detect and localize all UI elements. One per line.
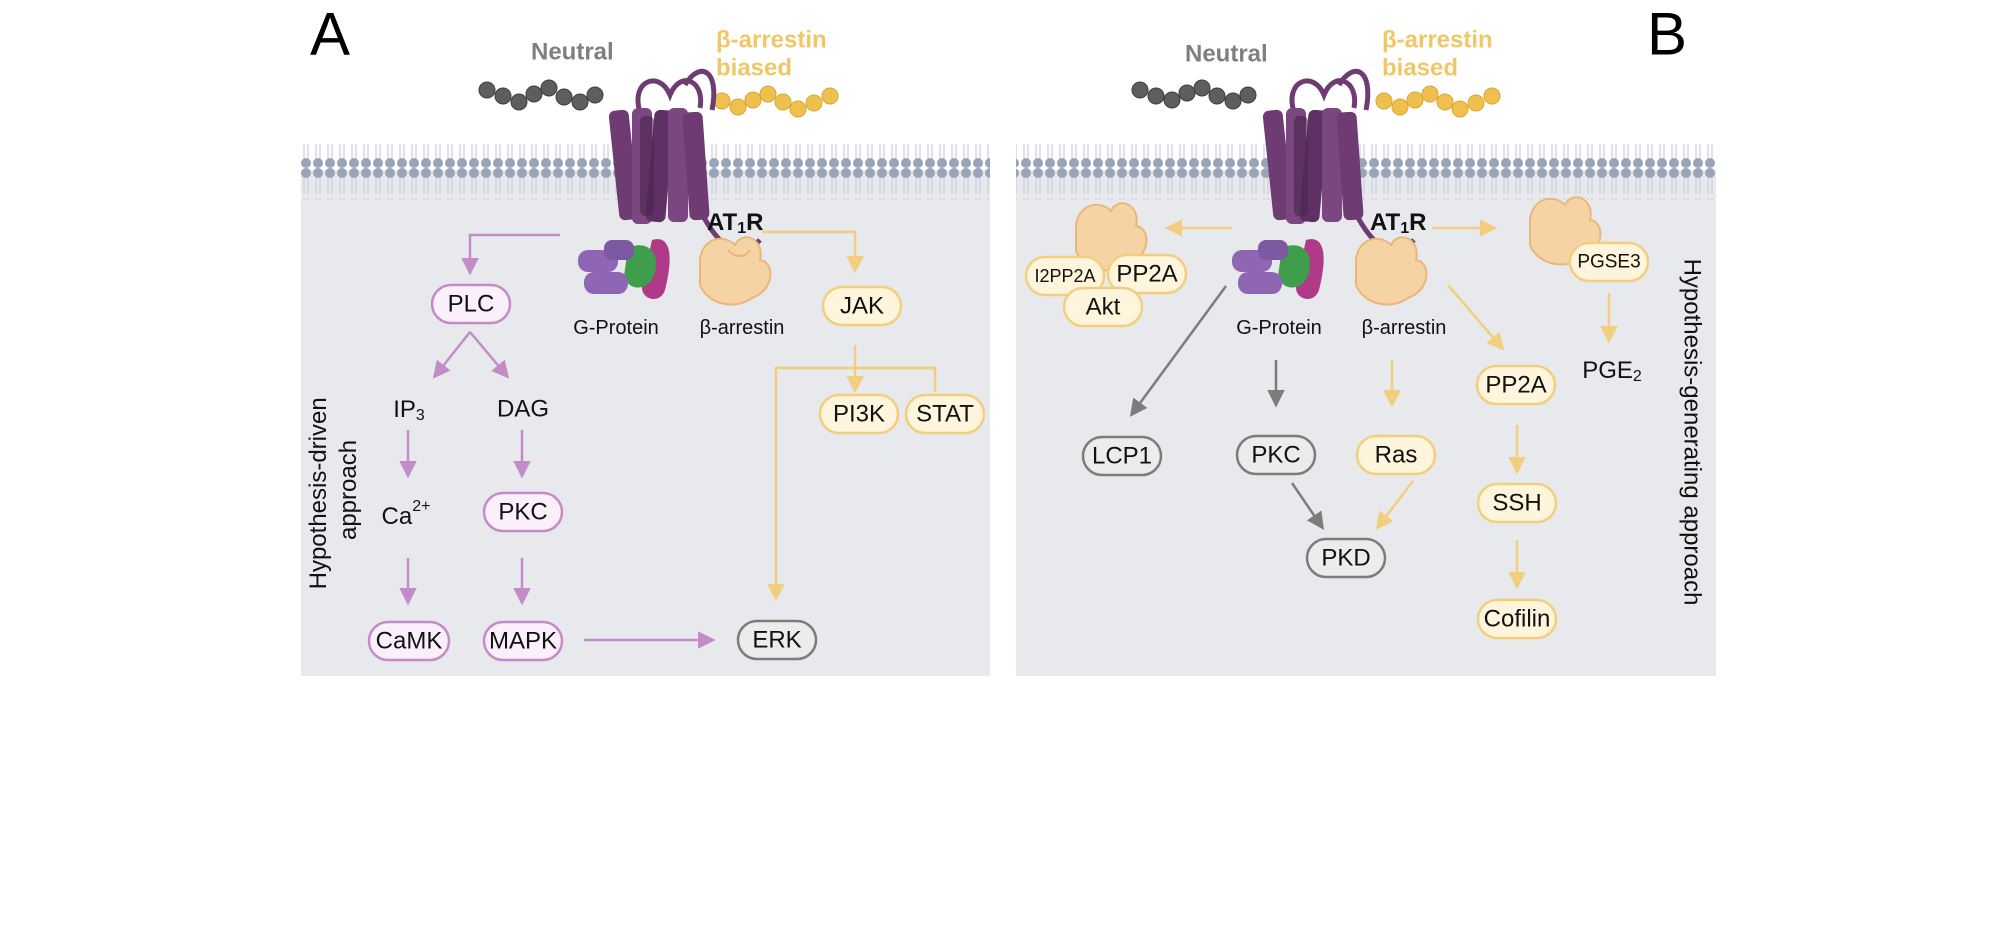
panel-b-node-pp2a: PP2A <box>1475 364 1557 406</box>
panel-b-node-akt: Akt <box>1062 286 1144 328</box>
svg-text:PKC: PKC <box>498 499 547 526</box>
svg-text:I2PP2A: I2PP2A <box>1034 266 1095 286</box>
panel-a-node-erk: ERK <box>736 619 818 661</box>
panel-a-receptor-label: AT1R <box>707 209 763 237</box>
svg-text:PI3K: PI3K <box>833 401 885 428</box>
svg-text:PLC: PLC <box>448 291 495 318</box>
panel-a-node-pkc: PKC <box>482 491 564 533</box>
panel-b-node-i2pp2a: I2PP2A <box>1024 255 1106 297</box>
svg-text:Ras: Ras <box>1375 442 1418 469</box>
panel-b-receptor-label: AT1R <box>1370 209 1426 237</box>
panel-b-node-pkd: PKD <box>1305 537 1387 579</box>
panel-a-node-stat: STAT <box>904 393 986 435</box>
panel-b-node-lcp1: LCP1 <box>1081 435 1163 477</box>
panel-a-neutral-ligand-icon <box>478 79 604 111</box>
panel-b-node-pgse3: PGSE3 <box>1568 241 1650 283</box>
panel-a-node-jak: JAK <box>821 285 903 327</box>
svg-text:PKC: PKC <box>1251 442 1300 469</box>
panel-a-node-mapk: MAPK <box>482 620 564 662</box>
panel-a-pink-arrows <box>399 233 716 649</box>
panel-a-neutral-label: Neutral <box>531 39 614 66</box>
svg-text:Cofilin: Cofilin <box>1484 606 1551 633</box>
svg-text:PGSE3: PGSE3 <box>1577 252 1640 273</box>
panel-b-neutral-ligand-icon <box>1131 79 1257 110</box>
panel-a-biased-label-1: β-arrestin <box>716 27 827 54</box>
panel-b-arrestin-label: β-arrestin <box>1362 317 1447 339</box>
panel-a-node-camk: CaMK <box>367 620 451 662</box>
panel-a-side-label: Hypothesis-driven approach <box>305 391 362 590</box>
svg-text:MAPK: MAPK <box>489 628 557 655</box>
panel-b-biased-label-1: β-arrestin <box>1382 27 1493 54</box>
panel-a-arrestin-icon <box>699 236 772 306</box>
svg-text:PP2A: PP2A <box>1116 261 1177 288</box>
panel-a-biased-ligand-icon <box>713 85 839 118</box>
panel-b-node-pp2a-top: PP2A <box>1106 253 1188 295</box>
panel-b-biased-ligand-icon <box>1375 85 1501 118</box>
panel-a: A Neutral β-arrestin biased AT1R <box>301 1 990 676</box>
panel-b-node-ssh: SSH <box>1476 482 1558 524</box>
svg-text:LCP1: LCP1 <box>1092 443 1152 470</box>
panel-a-gprotein-icon <box>578 239 670 300</box>
svg-text:SSH: SSH <box>1492 490 1541 517</box>
panel-b-node-pkc: PKC <box>1235 434 1317 476</box>
panel-b-node-cofilin: Cofilin <box>1476 598 1558 640</box>
svg-text:PKD: PKD <box>1321 545 1370 572</box>
panel-b: B Neutral β-arrestin biased AT1R <box>1016 1 1716 676</box>
panel-b-letter: B <box>1647 1 1687 68</box>
svg-text:CaMK: CaMK <box>376 628 443 655</box>
panel-b-biased-label-2: biased <box>1382 55 1458 82</box>
panel-b-gprotein-label: G-Protein <box>1236 317 1322 339</box>
svg-text:JAK: JAK <box>840 293 884 320</box>
panel-a-yellow-arrows <box>762 230 937 602</box>
panel-a-gprotein-label: G-Protein <box>573 317 659 339</box>
panel-a-receptor-icon <box>608 68 762 253</box>
panel-b-neutral-label: Neutral <box>1185 41 1268 68</box>
svg-text:Akt: Akt <box>1086 294 1121 321</box>
panel-b-receptor-icon <box>1262 68 1416 253</box>
panel-a-node-dag: DAG <box>497 396 549 423</box>
svg-text:ERK: ERK <box>752 627 801 654</box>
panel-b-gray-arrows <box>1129 285 1324 530</box>
panel-a-node-ip3: IP3 <box>393 396 425 424</box>
svg-text:STAT: STAT <box>916 401 974 428</box>
panel-a-arrestin-label: β-arrestin <box>700 317 785 339</box>
panel-b-side-label: Hypothesis-generating approach <box>1679 259 1706 606</box>
panel-a-biased-label-2: biased <box>716 55 792 82</box>
panel-b-membrane <box>1016 144 1716 200</box>
panel-a-node-pi3k: PI3K <box>818 393 900 435</box>
panel-b-arrestin-icon <box>1355 236 1428 306</box>
panel-b-gprotein-icon <box>1232 239 1324 300</box>
panel-a-letter: A <box>310 1 350 68</box>
svg-text:PP2A: PP2A <box>1485 372 1546 399</box>
panel-b-node-pge: PGE2 <box>1582 357 1642 385</box>
panel-a-node-ca: Ca2+ <box>382 498 431 530</box>
panel-b-yellow-arrows <box>1164 219 1618 590</box>
panel-b-node-ras: Ras <box>1355 434 1437 476</box>
panel-a-node-plc: PLC <box>430 283 512 325</box>
